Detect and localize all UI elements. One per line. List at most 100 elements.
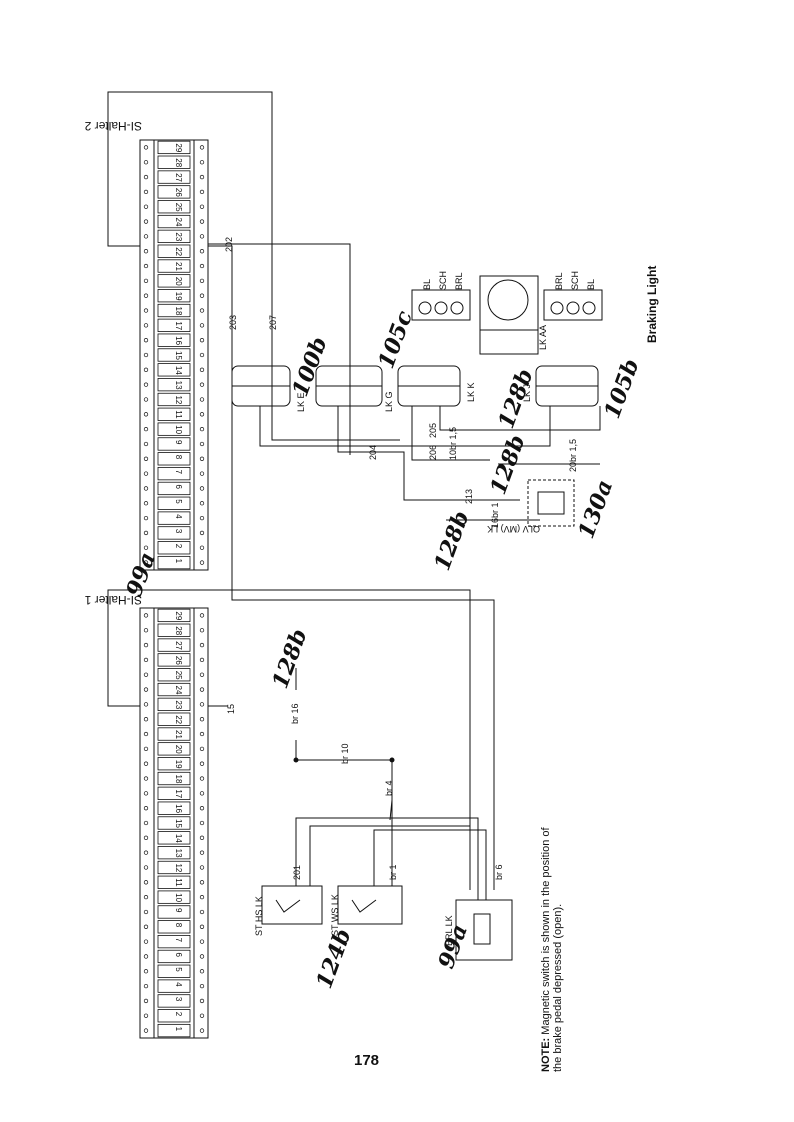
- fuse-cell: [157, 697, 191, 712]
- fuse-number: 3: [174, 997, 183, 1002]
- fuse-number: 13: [174, 381, 183, 390]
- fuse-terminal: [199, 249, 205, 254]
- fuse-number: 27: [174, 641, 183, 650]
- fuse-terminal: [199, 234, 205, 239]
- fuse-cell: [157, 229, 191, 244]
- label-lk-j: LK J: [522, 384, 532, 402]
- fuse-number: 13: [174, 849, 183, 858]
- fuse-number: 15: [174, 819, 183, 828]
- fuse-terminal: [143, 894, 149, 900]
- fuse-terminal: [199, 204, 205, 209]
- fuse-terminal: [143, 613, 149, 618]
- fuse-number: 7: [174, 470, 183, 475]
- fuse-terminal: [143, 382, 149, 387]
- callout-99a-upper: 99a: [121, 549, 161, 600]
- page-number: 178: [354, 1052, 380, 1069]
- fuse-terminal: [143, 530, 149, 536]
- wire-202-loop: [107, 91, 400, 441]
- fuse-terminal: [143, 560, 149, 565]
- fuse-cell: [157, 668, 191, 682]
- fuse-cell: [157, 303, 191, 318]
- fuse-terminal: [199, 806, 205, 811]
- fuse-terminal: [199, 731, 205, 737]
- fuse-cell: [157, 682, 191, 697]
- fuse-cell: [157, 994, 191, 1008]
- fuse-cell: [157, 214, 191, 229]
- fuse-terminal: [199, 515, 205, 521]
- fuse-cell: [157, 1009, 191, 1023]
- wire-label-207: 207: [268, 315, 278, 330]
- fuse-terminal: [143, 219, 149, 224]
- fuse-terminal: [143, 702, 149, 707]
- fuse-cell: [157, 466, 191, 481]
- fuse-number: 16: [174, 336, 183, 345]
- fuse-number: 22: [174, 247, 183, 256]
- fuse-cell: [157, 623, 191, 637]
- fuse-terminal: [199, 412, 205, 417]
- fuse-number: 26: [174, 188, 183, 197]
- fuse-terminal: [199, 820, 205, 826]
- fuse-cell: [157, 712, 191, 726]
- fuse-number: 9: [174, 440, 183, 445]
- fuse-terminal: [199, 189, 205, 195]
- lamp-bottom-1: SCH: [570, 271, 580, 290]
- callout-128b-b: 128b: [429, 508, 474, 575]
- fuse-number: 18: [174, 775, 183, 784]
- label-brl-lk: BRL LK: [444, 915, 454, 946]
- fuse-terminal: [143, 338, 149, 343]
- page-title: Braking Light: [645, 265, 659, 343]
- fuse-terminal: [143, 731, 149, 737]
- fuse-terminal: [199, 1028, 205, 1033]
- fuse-terminal: [143, 954, 149, 959]
- fuse-cell: [157, 407, 191, 421]
- fuse-cell: [157, 875, 191, 889]
- fuse-cell: [157, 392, 191, 407]
- fuse-terminal: [199, 642, 205, 648]
- fuse-cell: [157, 481, 191, 496]
- fuse-cell: [157, 816, 191, 830]
- fuse-number: 4: [174, 514, 183, 519]
- note-text: Magnetic switch is shown in the position…: [540, 827, 564, 1072]
- wire-label-br10: br 10: [340, 743, 350, 764]
- fuse-terminal: [143, 545, 149, 550]
- fuse-number: 18: [174, 307, 183, 316]
- module-130a: [527, 479, 575, 527]
- fuse-terminal: [199, 761, 205, 766]
- fuse-terminal: [143, 160, 149, 165]
- holder-2-label: SI-Halter 2: [84, 119, 142, 133]
- fuse-number: 6: [174, 952, 183, 957]
- fuse-terminal: [143, 486, 149, 491]
- fuse-terminal: [143, 367, 149, 372]
- fuse-terminal: [143, 1013, 149, 1018]
- fuse-cell: [157, 555, 191, 570]
- fuse-number: 11: [174, 410, 183, 419]
- fuse-cell: [157, 801, 191, 815]
- wire-label-16br: 16br 1: [490, 502, 500, 528]
- fuse-number: 14: [174, 834, 183, 843]
- fuse-number: 19: [174, 292, 183, 301]
- fuse-number: 23: [174, 700, 183, 709]
- fuse-number: 25: [174, 203, 183, 212]
- fuse-cell: [157, 771, 191, 786]
- fuse-cell: [157, 890, 191, 904]
- fuse-terminal: [143, 746, 149, 752]
- lamp-top-2: BRL: [454, 272, 464, 290]
- fuse-terminal: [143, 412, 149, 417]
- fuse-cell: [157, 348, 191, 362]
- fuse-terminal: [199, 263, 205, 269]
- fuse-terminal: [199, 397, 205, 402]
- fuse-terminal: [199, 308, 205, 313]
- fuse-cell: [157, 496, 191, 510]
- fuse-number: 4: [174, 982, 183, 987]
- fuse-terminal: [199, 835, 205, 840]
- fuse-cell: [157, 1023, 191, 1038]
- fuse-cell: [157, 742, 191, 756]
- wire-203: [208, 245, 495, 890]
- wire-label-15: 15: [226, 704, 236, 714]
- fuse-number: 20: [174, 745, 183, 754]
- fuse-cell: [157, 786, 191, 800]
- fuse-terminal: [143, 924, 149, 929]
- label-st-ws: ST WS LK: [330, 894, 340, 936]
- fuse-terminal: [143, 308, 149, 313]
- fuse-cell: [157, 422, 191, 436]
